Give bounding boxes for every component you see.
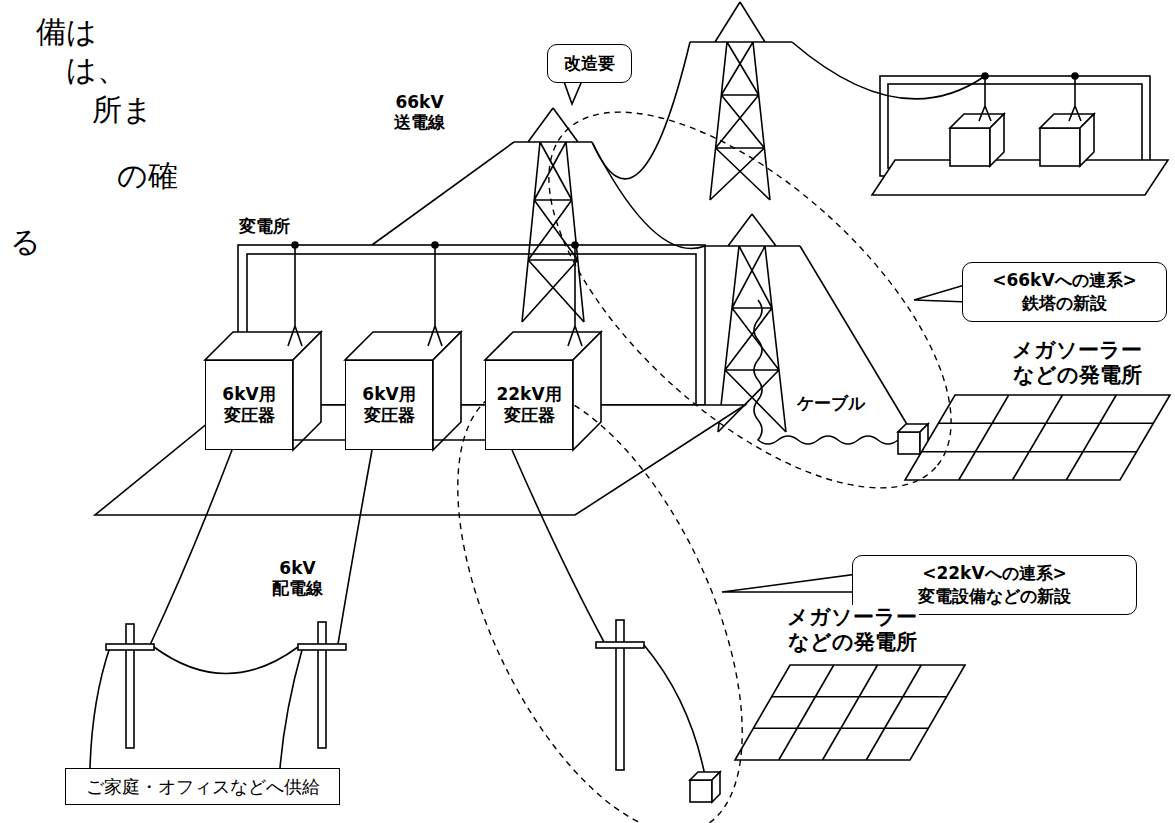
pole-crossarm (106, 644, 154, 650)
callout-box: <66kVへの連系>鉄塔の新設 (962, 262, 1167, 322)
node-text: 鉄塔の新設 (979, 292, 1150, 315)
distribution-wire (644, 645, 705, 776)
terminal-dot (1072, 73, 1078, 79)
solar-panel (905, 395, 1170, 480)
dashed-region (487, 47, 1012, 552)
plant-label: メガソーラー などの発電所 (1010, 338, 1144, 388)
transformer-front (950, 128, 990, 166)
facility-label: 変電所 (237, 216, 292, 236)
line-label: 6kV 配電線 (270, 558, 325, 599)
inverter-side (712, 772, 720, 802)
cable (754, 300, 898, 444)
terminal-dot (572, 242, 578, 248)
pole-crossarm (298, 644, 346, 650)
node-text: 22kV用 変圧器 (490, 384, 568, 427)
callout-tail (722, 574, 858, 592)
utility-pole (318, 622, 326, 748)
supply-box: ご家庭・オフィスなどへ供給 (65, 768, 340, 805)
transformer-side (1080, 114, 1094, 166)
plant-label: メガソーラー などの発電所 (785, 605, 919, 655)
switchyard-floor (872, 160, 1168, 195)
node-text: <66kVへの連系> (979, 269, 1150, 292)
cut-text: 備は (34, 14, 99, 50)
cut-text: る (8, 224, 43, 260)
distribution-wire (338, 450, 372, 644)
inverter-box (690, 780, 712, 802)
switchyard-frame (888, 84, 1142, 168)
transformer-side (573, 332, 601, 450)
inverter-box (898, 432, 920, 454)
node-text: 6kV用 変圧器 (350, 384, 428, 427)
distribution-wire (512, 450, 604, 642)
node-text: 改造要 (564, 52, 615, 75)
distribution-wire (150, 450, 232, 645)
terminal-dot (432, 242, 438, 248)
callout-box: 改造要 (547, 44, 632, 83)
cut-text: の確 (115, 158, 180, 194)
solar-panel-grid (922, 395, 1154, 480)
distribution-wire (154, 647, 298, 674)
cable-label: ケーブル (795, 393, 867, 413)
dashed-region (399, 346, 801, 823)
bushing (979, 76, 1081, 121)
node-text: 6kV用 変圧器 (210, 384, 288, 427)
transformer-front (1040, 128, 1080, 166)
node-text: ご家庭・オフィスなどへ供給 (76, 775, 329, 798)
tower-lattice (514, 108, 592, 322)
utility-pole (126, 624, 134, 748)
callout-tail (914, 284, 968, 302)
bushing (288, 245, 582, 346)
transformer-box: 22kV用 変圧器 (485, 360, 573, 450)
transformer-side (990, 114, 1004, 166)
transmission-wire (792, 42, 985, 99)
bus-connector (433, 439, 485, 441)
cut-text: は、 (64, 52, 129, 88)
transformer-box: 6kV用 変圧器 (205, 360, 293, 450)
transformer-side (433, 332, 461, 450)
distribution-wire (90, 647, 110, 768)
terminal-dot (292, 242, 298, 248)
pole-crossarm (596, 642, 644, 648)
line-label: 66kV 送電線 (392, 92, 447, 133)
transformer-side (293, 332, 321, 450)
tower-lattice (690, 2, 792, 200)
illustration (90, 2, 1170, 823)
bus-connector (293, 439, 345, 441)
transformer-box: 6kV用 変圧器 (345, 360, 433, 450)
tower-lattice (705, 214, 800, 432)
transmission-wire (372, 142, 514, 245)
node-text: <22kVへの連系> (869, 562, 1120, 585)
cut-text: 所ま (90, 92, 155, 128)
solar-panel (735, 665, 965, 760)
solar-panel-grid (753, 665, 946, 760)
distribution-wire (280, 650, 302, 768)
transmission-wire (592, 142, 705, 249)
